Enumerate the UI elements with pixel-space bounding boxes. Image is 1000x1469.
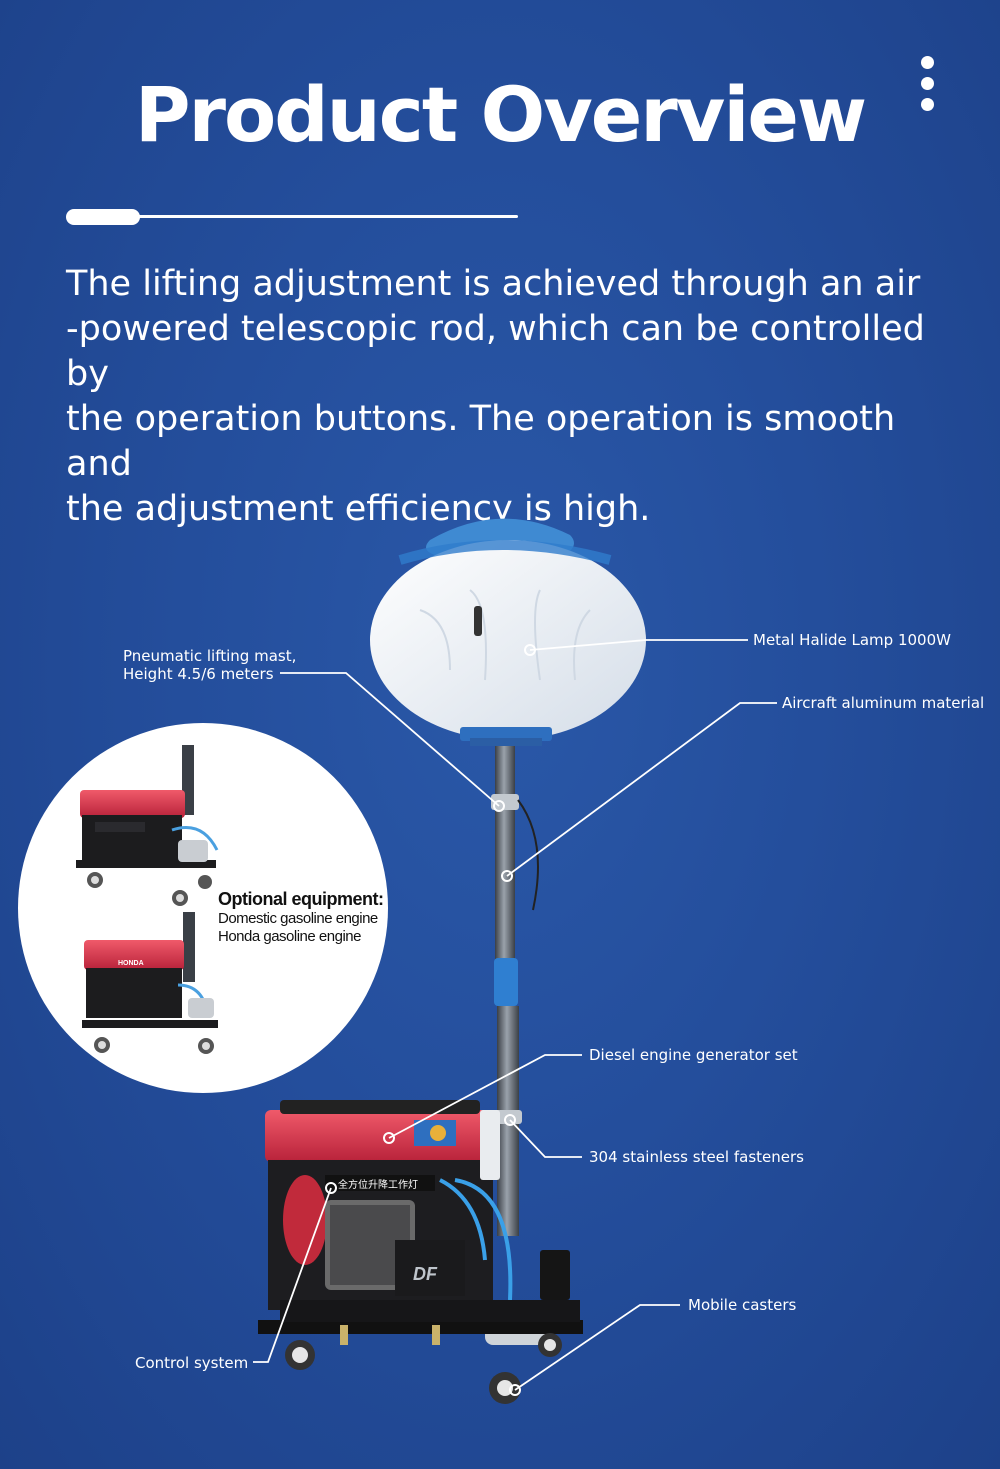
telescopic-mast xyxy=(491,746,539,1236)
honda-generator-bottom: HONDA xyxy=(82,912,218,1054)
callout-mast-line1: Pneumatic lifting mast, xyxy=(123,647,297,665)
option-domestic-engine: Domestic gasoline engine xyxy=(218,910,378,927)
callout-mast-line2: Height 4.5/6 meters xyxy=(123,665,274,683)
callout-casters: Mobile casters xyxy=(688,1296,797,1314)
callout-leader-lines xyxy=(253,639,777,1391)
intro-line: The lifting adjustment is achieved throu… xyxy=(66,264,921,304)
optional-equipment-inset: HONDA xyxy=(18,723,388,1093)
callout-aluminum: Aircraft aluminum material xyxy=(782,694,985,712)
gasoline-generator-top xyxy=(76,745,219,906)
diesel-generator: 全方位升降工作灯 DF xyxy=(258,1100,583,1345)
optional-equipment-text: Optional equipment: Domestic gasoline en… xyxy=(218,888,384,946)
callout-anchor-dots xyxy=(325,644,536,1396)
callout-control-system: Control system xyxy=(135,1354,249,1372)
generator-panel-label: 全方位升降工作灯 xyxy=(338,1178,418,1191)
divider-line xyxy=(70,215,518,218)
vertical-ellipsis-icon[interactable] xyxy=(917,56,937,120)
balloon-lamp xyxy=(370,518,646,746)
option-honda-engine: Honda gasoline engine xyxy=(218,928,361,945)
intro-line: the operation buttons. The operation is … xyxy=(66,399,896,484)
optional-equipment-heading: Optional equipment: xyxy=(218,889,384,909)
callout-diesel-generator: Diesel engine generator set xyxy=(589,1046,798,1064)
brand-logo: DF xyxy=(413,1264,438,1284)
divider-accent xyxy=(66,209,140,225)
menu-dot xyxy=(920,77,934,90)
callout-lamp: Metal Halide Lamp 1000W xyxy=(753,631,951,649)
intro-line: the adjustment efficiency is high. xyxy=(66,489,651,529)
intro-line: -powered telescopic rod, which can be co… xyxy=(66,309,925,394)
honda-brand-label: HONDA xyxy=(118,960,144,967)
menu-dot xyxy=(920,98,934,111)
page-title: Product Overview xyxy=(134,70,867,159)
menu-dot xyxy=(920,56,934,69)
callout-pneumatic-mast: Pneumatic lifting mast, Height 4.5/6 met… xyxy=(123,647,296,683)
mobile-casters xyxy=(285,1333,562,1404)
intro-paragraph: The lifting adjustment is achieved throu… xyxy=(66,262,946,532)
callout-fasteners: 304 stainless steel fasteners xyxy=(589,1148,804,1166)
